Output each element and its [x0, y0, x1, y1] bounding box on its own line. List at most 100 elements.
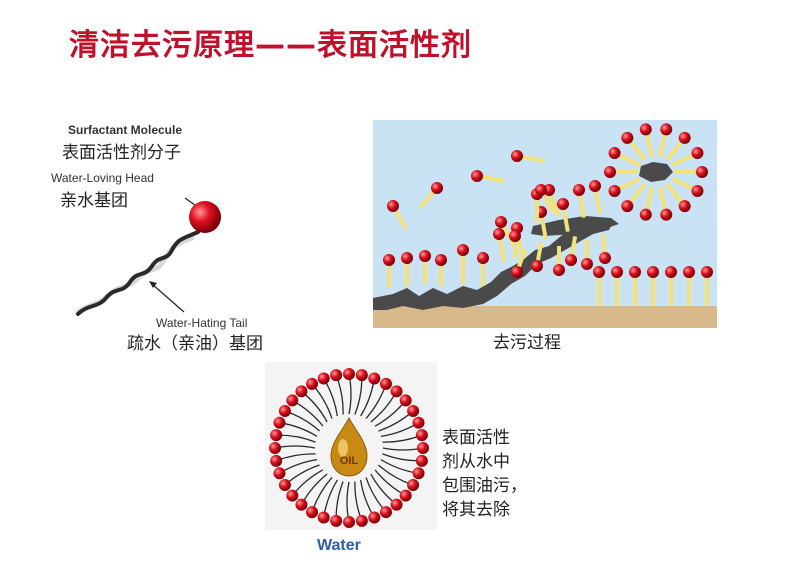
surfactant-molecule [581, 240, 593, 270]
micelle-surfactant [269, 442, 316, 454]
micelle-surfactant [330, 369, 344, 415]
micelle-surfactant [317, 479, 338, 524]
micelle-ring [269, 368, 429, 528]
micelle-surfactant [270, 429, 316, 443]
hydrophobic-tail [76, 230, 200, 316]
micelle-surfactant [382, 429, 428, 443]
micelle-surfactant [278, 464, 320, 491]
micelle-surfactant [360, 372, 381, 417]
surfactant-molecule [471, 170, 505, 183]
surfactant-molecule [573, 184, 586, 218]
surfactant-molecule [557, 198, 570, 232]
water-hating-tail-label: Water-Hating Tail [156, 316, 248, 330]
micelle-surfactant [370, 385, 403, 423]
surfactant-molecule [683, 266, 695, 306]
oil-droplet [330, 416, 368, 477]
micelle-surfactant [343, 481, 355, 528]
micelle-description-line: 表面活性 [442, 428, 510, 448]
surfactant-molecule [701, 266, 713, 306]
surfactant-molecule [565, 236, 578, 266]
micelle-surfactant [378, 464, 420, 491]
micelle-surfactant [354, 369, 368, 415]
micelle-surfactant [270, 453, 316, 467]
surfactant-molecule [639, 186, 654, 221]
surfactant-molecule [509, 230, 521, 258]
micelle-surfactant [286, 394, 324, 427]
page-title: 清洁去污原理——表面活性剂 [69, 28, 472, 63]
surfactant-molecule [665, 131, 691, 161]
micelle-description: 表面活性 剂从水中 包围油污， 将其去除 [442, 426, 527, 522]
water-hating-tail-cn-label: 疏水（亲油）基团 [127, 334, 263, 354]
micelle-surfactant [278, 405, 320, 432]
surfactant-molecule [435, 254, 447, 286]
surfactant-molecule [604, 166, 638, 178]
surfactant-molecule [589, 180, 602, 214]
micelle-surfactant [382, 453, 428, 467]
micelle-surfactant [286, 469, 324, 502]
surfactant-molecule [511, 150, 545, 163]
surfactant-molecule [674, 166, 708, 178]
tail-arrow [151, 283, 185, 313]
micelle-surfactant [354, 481, 368, 527]
surfactant-molecule [665, 183, 691, 213]
surfactant-molecule [599, 233, 611, 264]
surfactant-molecule [621, 183, 647, 213]
micelle-surfactant [380, 459, 425, 480]
surfactant-molecule [671, 177, 704, 197]
surfactant-molecule [553, 246, 565, 276]
surfactant-molecule [608, 147, 641, 167]
water-loving-head-label: Water-Loving Head [51, 171, 154, 185]
micelle-surfactant [273, 416, 318, 437]
micelle-surfactant [273, 458, 318, 480]
micelle-surfactant [382, 442, 429, 454]
micelle-surfactant [365, 477, 392, 519]
micelle-surfactant [330, 481, 344, 527]
micelle-description-line: 剂从水中 [442, 452, 510, 472]
micelle-surfactant [295, 385, 328, 423]
micelle-surfactant [317, 372, 339, 417]
micelle-surfactant [374, 394, 412, 427]
water-loving-head-cn-label: 亲水基团 [60, 191, 128, 211]
surfactant-molecule [457, 244, 469, 284]
micelle-surfactant [380, 416, 425, 438]
grime-stripe [531, 216, 619, 236]
surfactant-molecule [493, 228, 506, 262]
surfactant-molecule [401, 252, 413, 286]
hydrophilic-head [189, 201, 221, 233]
surfactant-molecule [629, 266, 641, 306]
surfactant-molecule [658, 186, 673, 221]
surface-ground [373, 306, 717, 328]
surfactant-molecule-label: Surfactant Molecule [68, 123, 183, 137]
surfactant-molecule [593, 266, 605, 306]
surfactant-molecule-cn-label: 表面活性剂分子 [62, 143, 181, 163]
surfactant-molecule [608, 177, 641, 197]
cleaning-process-illustration [373, 120, 717, 328]
oil-label: OIL [340, 455, 359, 467]
micelle-surfactant [365, 377, 392, 419]
micelle-surfactant [378, 405, 420, 432]
surfactant-molecule [671, 147, 704, 167]
surfactant-molecule [387, 200, 408, 230]
surfactant-molecule [531, 242, 544, 272]
micelle-surfactant [306, 477, 333, 519]
micelle-illustration: OIL [265, 362, 437, 530]
surfactant-molecule [511, 248, 528, 278]
grime-blob [639, 162, 673, 182]
micelle-surfactant [370, 473, 403, 511]
surfactant-molecule [665, 266, 677, 306]
surfactant-molecules [383, 123, 713, 306]
cleaning-process-caption: 去污过程 [493, 333, 561, 353]
micelle-surfactant [343, 368, 355, 415]
surfactant-molecule-illustration [75, 197, 221, 316]
surfactant-molecule [647, 266, 659, 306]
surfactant-molecule [383, 254, 395, 288]
micelle-description-line: 将其去除 [442, 500, 510, 520]
micelle-description-line: 包围油污， [442, 476, 527, 496]
micelle-surfactant [374, 469, 412, 502]
micelle-surfactant [295, 473, 328, 511]
surfactant-molecule [658, 123, 673, 158]
water-label: Water [317, 537, 361, 554]
surfactant-molecule [639, 123, 654, 158]
surfactant-molecule [419, 250, 431, 284]
surfactant-molecule [535, 184, 556, 214]
